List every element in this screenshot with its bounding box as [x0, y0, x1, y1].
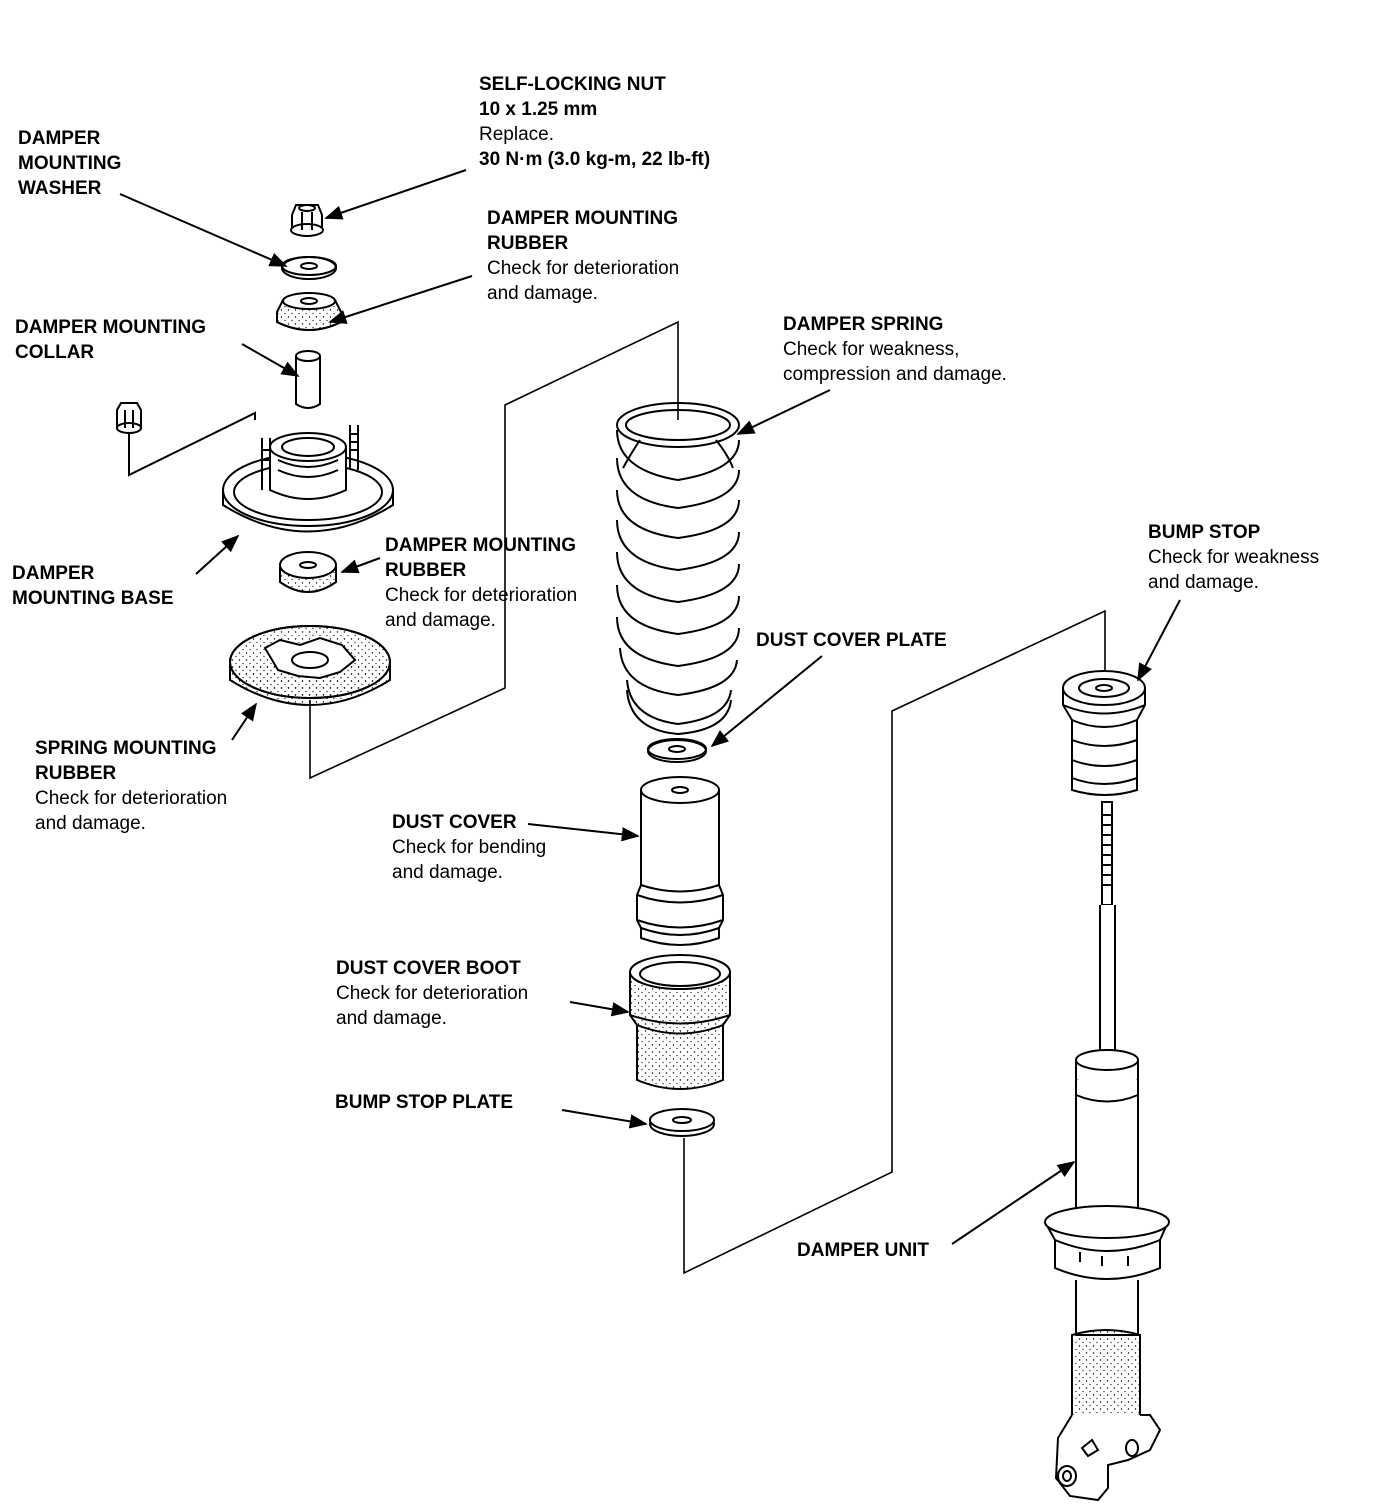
bump-stop-plate-part — [649, 1108, 715, 1137]
assembly-line-right — [683, 609, 1106, 1275]
label-boot-note1: Check for deterioration — [336, 983, 529, 1004]
label-bump-stop-plate: BUMP STOP PLATE — [335, 1090, 513, 1115]
label-bump-stop-note2: and damage. — [1148, 572, 1259, 593]
label-collar-line2: COLLAR — [15, 342, 95, 363]
label-spring-rubber-title2: RUBBER — [35, 763, 117, 784]
label-spring-title: DAMPER SPRING — [783, 314, 944, 335]
leader-spring-mounting-rubber — [231, 702, 257, 741]
label-damper-mounting-washer: DAMPER MOUNTING WASHER — [18, 126, 121, 201]
label-self-locking-nut-note: Replace. — [479, 124, 554, 145]
label-bump-stop-plate-title: BUMP STOP PLATE — [335, 1092, 514, 1113]
label-spring-note2: compression and damage. — [783, 364, 1007, 385]
damper-unit-part — [1044, 801, 1170, 1502]
leader-bump-stop-plate — [561, 1109, 648, 1129]
label-collar-line1: DAMPER MOUNTING — [15, 317, 207, 338]
leader-mounting-rubber-lower — [340, 557, 381, 574]
assembly-line-left — [309, 320, 679, 780]
label-dust-cover-boot: DUST COVER BOOT Check for deterioration … — [336, 956, 528, 1031]
label-damper-mounting-rubber-lower: DAMPER MOUNTING RUBBER Check for deterio… — [385, 533, 577, 633]
leader-mounting-rubber-upper — [328, 275, 473, 324]
label-washer-line3: WASHER — [18, 178, 102, 199]
label-bump-stop-note1: Check for weakness — [1148, 547, 1320, 568]
damper-spring-part — [616, 402, 740, 736]
spring-mounting-rubber-part — [229, 625, 391, 706]
label-damper-mounting-rubber-upper: DAMPER MOUNTING RUBBER Check for deterio… — [487, 206, 679, 306]
label-dust-cover-plate: DUST COVER PLATE — [756, 628, 947, 653]
label-rubber-lower-note1: Check for deterioration — [385, 585, 578, 606]
label-boot-note2: and damage. — [336, 1008, 447, 1029]
label-self-locking-nut: SELF-LOCKING NUT 10 x 1.25 mm Replace. 3… — [479, 72, 710, 172]
label-spring-rubber-note2: and damage. — [35, 813, 146, 834]
label-dust-cover-note1: Check for bending — [392, 837, 547, 858]
label-spring-note1: Check for weakness, — [783, 339, 960, 360]
label-rubber-lower-note2: and damage. — [385, 610, 496, 631]
label-base-line1: DAMPER — [12, 563, 95, 584]
label-spring-mounting-rubber: SPRING MOUNTING RUBBER Check for deterio… — [35, 736, 227, 836]
label-rubber-upper-note1: Check for deterioration — [487, 258, 680, 279]
leader-dust-cover-boot — [569, 1001, 630, 1017]
leader-mounting-collar — [241, 343, 300, 377]
label-washer-line1: DAMPER — [18, 128, 101, 149]
label-damper-unit-title: DAMPER UNIT — [797, 1240, 929, 1261]
label-damper-mounting-base: DAMPER MOUNTING BASE — [12, 561, 174, 611]
label-washer-line2: MOUNTING — [18, 153, 122, 174]
label-rubber-upper-note2: and damage. — [487, 283, 598, 304]
label-dust-cover-title: DUST COVER — [392, 812, 517, 833]
label-bump-stop-title: BUMP STOP — [1148, 522, 1261, 543]
label-self-locking-nut-size: 10 x 1.25 mm — [479, 99, 598, 120]
leader-damper-unit — [951, 1160, 1076, 1245]
mounting-nut-part — [116, 402, 256, 477]
bump-stop-part — [1062, 670, 1146, 796]
dust-cover-part — [636, 776, 724, 946]
label-rubber-upper-title1: DAMPER MOUNTING — [487, 208, 679, 229]
leader-damper-spring — [736, 389, 831, 435]
leader-self-locking-nut — [324, 169, 467, 220]
self-locking-nut-part — [290, 204, 324, 237]
label-bump-stop: BUMP STOP Check for weakness and damage. — [1148, 520, 1319, 595]
label-dust-cover: DUST COVER Check for bending and damage. — [392, 810, 546, 885]
label-damper-spring: DAMPER SPRING Check for weakness, compre… — [783, 312, 1007, 387]
label-damper-unit: DAMPER UNIT — [797, 1238, 929, 1263]
damper-mounting-rubber-lower-part — [279, 551, 337, 593]
leader-dust-cover — [527, 823, 640, 842]
leader-mounting-washer — [119, 193, 288, 267]
damper-mounting-rubber-upper-part — [276, 292, 342, 331]
label-base-line2: MOUNTING BASE — [12, 588, 174, 609]
label-spring-rubber-title1: SPRING MOUNTING — [35, 738, 217, 759]
label-spring-rubber-note1: Check for deterioration — [35, 788, 228, 809]
label-boot-title: DUST COVER BOOT — [336, 958, 521, 979]
leader-bump-stop — [1137, 599, 1181, 682]
dust-cover-plate-part — [647, 738, 707, 763]
label-damper-mounting-collar: DAMPER MOUNTING COLLAR — [15, 315, 206, 365]
label-dust-cover-note2: and damage. — [392, 862, 503, 883]
leader-dust-cover-plate — [710, 655, 823, 748]
label-rubber-lower-title2: RUBBER — [385, 560, 467, 581]
dust-cover-boot-part — [629, 954, 731, 1090]
leader-mounting-base — [195, 534, 240, 575]
damper-mounting-collar-part — [295, 350, 321, 409]
label-self-locking-nut-torque: 30 N·m (3.0 kg-m, 22 lb-ft) — [479, 149, 711, 170]
damper-mounting-base-part — [222, 425, 394, 533]
label-dust-cover-plate-title: DUST COVER PLATE — [756, 630, 947, 651]
damper-mounting-washer-part — [281, 256, 337, 280]
label-self-locking-nut-title: SELF-LOCKING NUT — [479, 74, 666, 95]
label-rubber-upper-title2: RUBBER — [487, 233, 569, 254]
label-rubber-lower-title1: DAMPER MOUNTING — [385, 535, 577, 556]
